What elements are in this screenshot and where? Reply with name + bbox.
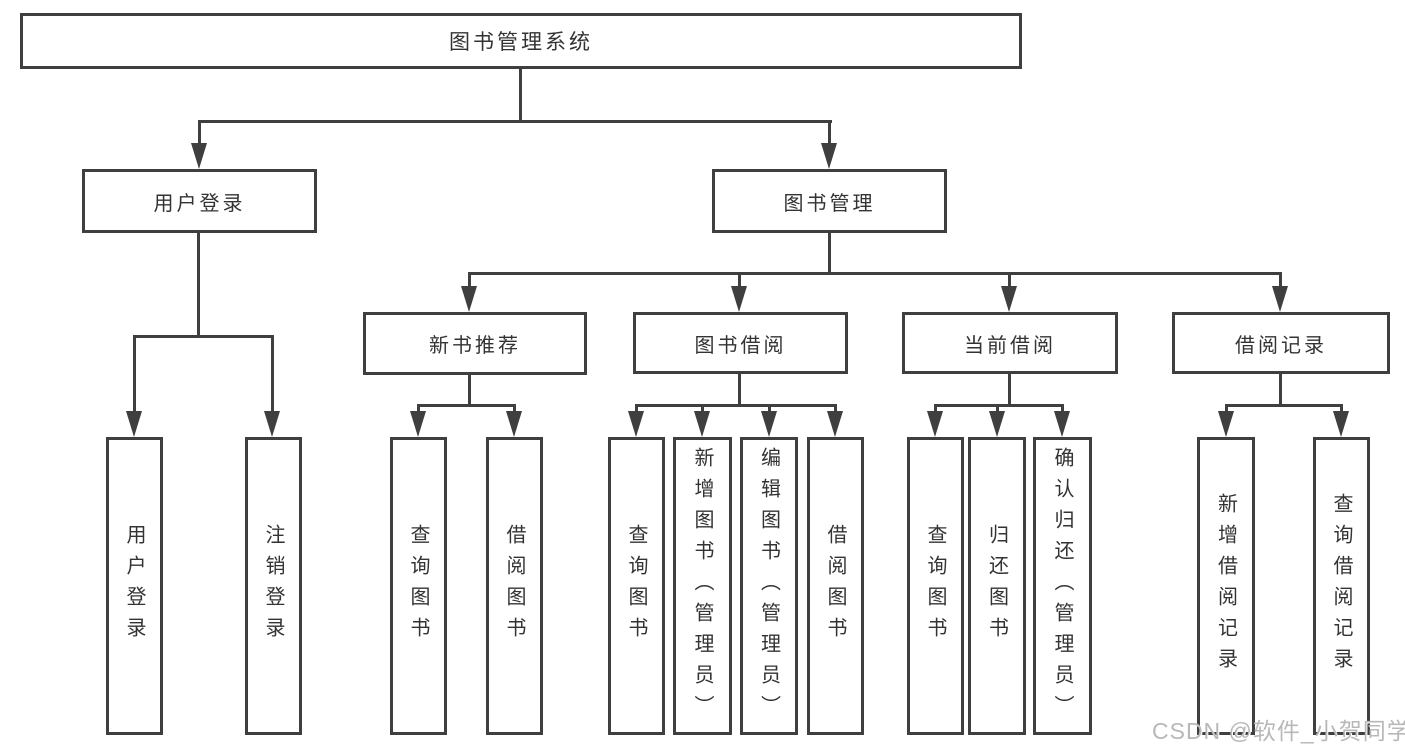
- leaf-edit-book-admin: 编辑图书（管理员）: [740, 437, 798, 735]
- connector-leaf-stem: [934, 404, 937, 414]
- leaf-add-book-admin: 新增图书（管理员）: [673, 437, 732, 735]
- arrowhead-down-icon: [731, 286, 747, 312]
- leaf-recommend-query-books: 查询图书: [390, 437, 447, 735]
- arrowhead-down-icon: [126, 411, 142, 437]
- connector-leaf-stem: [635, 404, 638, 414]
- connector-to-borrow: [738, 272, 741, 288]
- connector-borrow-branch: [636, 404, 837, 407]
- node-user-login: 用户登录: [82, 169, 317, 233]
- leaf-current-query-books: 查询图书: [907, 437, 964, 735]
- leaf-user-login: 用户登录: [106, 437, 163, 735]
- arrowhead-down-icon: [761, 411, 777, 437]
- connector-leaf-stem: [417, 404, 420, 414]
- arrowhead-down-icon: [506, 411, 522, 437]
- arrowhead-down-icon: [264, 411, 280, 437]
- connector-record-stem: [1279, 374, 1282, 406]
- connector-leaf-stem: [513, 404, 516, 414]
- arrowhead-down-icon: [461, 286, 477, 312]
- connector-user-login-branch: [133, 335, 274, 338]
- arrowhead-down-icon: [628, 411, 644, 437]
- node-current-borrowing: 当前借阅: [902, 312, 1118, 374]
- node-borrowing-records: 借阅记录: [1172, 312, 1390, 374]
- node-library-system: 图书管理系统: [20, 13, 1022, 69]
- arrowhead-down-icon: [989, 411, 1005, 437]
- leaf-return-book: 归还图书: [968, 437, 1026, 735]
- connector-to-record: [1279, 272, 1282, 288]
- connector-leaf-stem: [768, 404, 771, 414]
- leaf-add-borrow-record: 新增借阅记录: [1197, 437, 1255, 735]
- connector-book-mgmt-branch: [468, 272, 1282, 275]
- connector-root-stem: [519, 68, 522, 121]
- csdn-watermark: CSDN @软件_小贺同学: [1152, 718, 1405, 744]
- leaf-query-borrow-record: 查询借阅记录: [1313, 437, 1370, 735]
- arrowhead-down-icon: [1272, 286, 1288, 312]
- arrowhead-down-icon: [1333, 411, 1349, 437]
- node-book-borrowing: 图书借阅: [633, 312, 848, 374]
- node-new-book-recommendation: 新书推荐: [363, 312, 587, 375]
- connector-current-stem: [1008, 374, 1011, 406]
- connector-leaf-stem: [1225, 404, 1228, 414]
- arrowhead-down-icon: [821, 143, 837, 169]
- arrowhead-down-icon: [191, 143, 207, 169]
- arrowhead-down-icon: [410, 411, 426, 437]
- leaf-confirm-return-admin: 确认归还（管理员）: [1033, 437, 1092, 735]
- connector-to-recommend: [468, 272, 471, 288]
- connector-leaf-stem: [996, 404, 999, 414]
- connector-leaf-stem: [1340, 404, 1343, 414]
- leaf-recommend-borrow-books: 借阅图书: [486, 437, 543, 735]
- leaf-borrow-query-books: 查询图书: [608, 437, 665, 735]
- node-book-management: 图书管理: [712, 169, 947, 233]
- connector-to-book-management: [828, 120, 831, 146]
- connector-current-branch: [935, 404, 1063, 407]
- connector-book-mgmt-stem: [828, 233, 831, 275]
- connector-root-branch: [198, 120, 832, 123]
- leaf-logout: 注销登录: [245, 437, 302, 735]
- arrowhead-down-icon: [694, 411, 710, 437]
- arrowhead-down-icon: [1001, 286, 1017, 312]
- connector-to-leaf-login: [133, 335, 136, 413]
- leaf-borrow-books: 借阅图书: [807, 437, 864, 735]
- connector-to-leaf-logout: [271, 335, 274, 413]
- arrowhead-down-icon: [927, 411, 943, 437]
- connector-recommend-branch: [418, 404, 516, 407]
- arrowhead-down-icon: [1218, 411, 1234, 437]
- connector-to-user-login: [198, 120, 201, 146]
- connector-leaf-stem: [1061, 404, 1064, 414]
- arrowhead-down-icon: [1054, 411, 1070, 437]
- connector-user-login-stem: [197, 233, 200, 337]
- connector-leaf-stem: [701, 404, 704, 414]
- connector-borrow-stem: [738, 374, 741, 406]
- arrowhead-down-icon: [827, 411, 843, 437]
- connector-recommend-stem: [468, 375, 471, 406]
- connector-record-branch: [1226, 404, 1343, 407]
- connector-leaf-stem: [834, 404, 837, 414]
- connector-to-current: [1008, 272, 1011, 288]
